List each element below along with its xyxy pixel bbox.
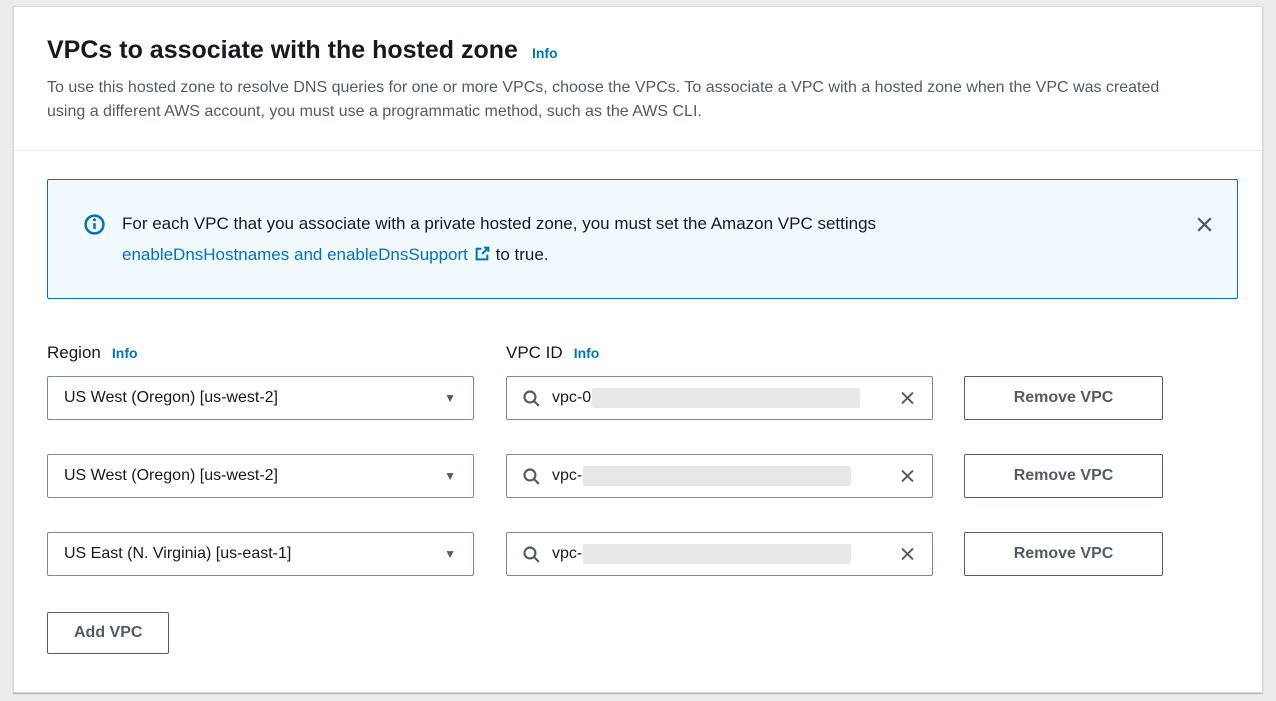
page-title: VPCs to associate with the hosted zone bbox=[47, 36, 518, 64]
alert-text-after-link: to true. bbox=[495, 245, 549, 264]
alert-close-button[interactable] bbox=[1194, 214, 1215, 235]
alert-text-before-link: For each VPC that you associate with a p… bbox=[122, 214, 877, 233]
vpc-row: US East (N. Virginia) [us-east-1] ▼ vpc- bbox=[47, 532, 1238, 576]
chevron-down-icon: ▼ bbox=[444, 547, 456, 561]
clear-x-icon bbox=[898, 469, 917, 489]
redacted-value bbox=[592, 388, 861, 408]
header-divider bbox=[14, 150, 1262, 151]
vpc-row: US West (Oregon) [us-west-2] ▼ vpc-0 bbox=[47, 376, 1238, 420]
region-select[interactable]: US East (N. Virginia) [us-east-1] ▼ bbox=[47, 532, 474, 576]
region-info-link[interactable]: Info bbox=[111, 345, 138, 361]
redacted-value bbox=[583, 466, 852, 486]
alert-message: For each VPC that you associate with a p… bbox=[122, 208, 1082, 270]
remove-vpc-button[interactable]: Remove VPC bbox=[964, 532, 1163, 576]
search-icon bbox=[522, 389, 541, 408]
search-icon bbox=[522, 545, 541, 564]
title-info-link[interactable]: Info bbox=[531, 45, 558, 61]
external-link-icon bbox=[474, 245, 491, 262]
info-circle-icon bbox=[84, 214, 105, 235]
remove-vpc-button[interactable]: Remove VPC bbox=[964, 376, 1163, 420]
close-icon bbox=[1194, 217, 1215, 238]
info-alert: For each VPC that you associate with a p… bbox=[47, 179, 1238, 299]
remove-vpc-button[interactable]: Remove VPC bbox=[964, 454, 1163, 498]
panel-header: VPCs to associate with the hosted zone I… bbox=[14, 7, 1262, 150]
clear-input-button[interactable] bbox=[896, 543, 919, 566]
vpc-id-input[interactable]: vpc- bbox=[506, 454, 933, 498]
vpc-row: US West (Oregon) [us-west-2] ▼ vpc- bbox=[47, 454, 1238, 498]
region-label: Region bbox=[47, 343, 101, 362]
vpc-association-panel: VPCs to associate with the hosted zone I… bbox=[13, 6, 1263, 693]
region-select[interactable]: US West (Oregon) [us-west-2] ▼ bbox=[47, 454, 474, 498]
chevron-down-icon: ▼ bbox=[444, 469, 456, 483]
vpc-id-label: VPC ID bbox=[506, 343, 563, 362]
clear-x-icon bbox=[898, 391, 917, 411]
vpc-id-input[interactable]: vpc- bbox=[506, 532, 933, 576]
chevron-down-icon: ▼ bbox=[444, 391, 456, 405]
column-labels: Region Info VPC ID Info bbox=[47, 343, 1238, 363]
panel-body: For each VPC that you associate with a p… bbox=[14, 151, 1262, 684]
vpc-id-value: vpc- bbox=[552, 467, 583, 484]
dns-settings-link[interactable]: enableDnsHostnames and enableDnsSupport bbox=[122, 245, 491, 264]
add-vpc-button[interactable]: Add VPC bbox=[47, 612, 170, 654]
vpc-id-info-link[interactable]: Info bbox=[573, 345, 600, 361]
clear-input-button[interactable] bbox=[896, 465, 919, 488]
panel-description: To use this hosted zone to resolve DNS q… bbox=[47, 79, 1160, 120]
redacted-value bbox=[583, 544, 852, 564]
clear-input-button[interactable] bbox=[896, 387, 919, 410]
vpc-id-input[interactable]: vpc-0 bbox=[506, 376, 933, 420]
vpc-id-value: vpc-0 bbox=[552, 389, 592, 406]
vpc-id-value: vpc- bbox=[552, 545, 583, 562]
region-select[interactable]: US West (Oregon) [us-west-2] ▼ bbox=[47, 376, 474, 420]
clear-x-icon bbox=[898, 547, 917, 567]
search-icon bbox=[522, 467, 541, 486]
